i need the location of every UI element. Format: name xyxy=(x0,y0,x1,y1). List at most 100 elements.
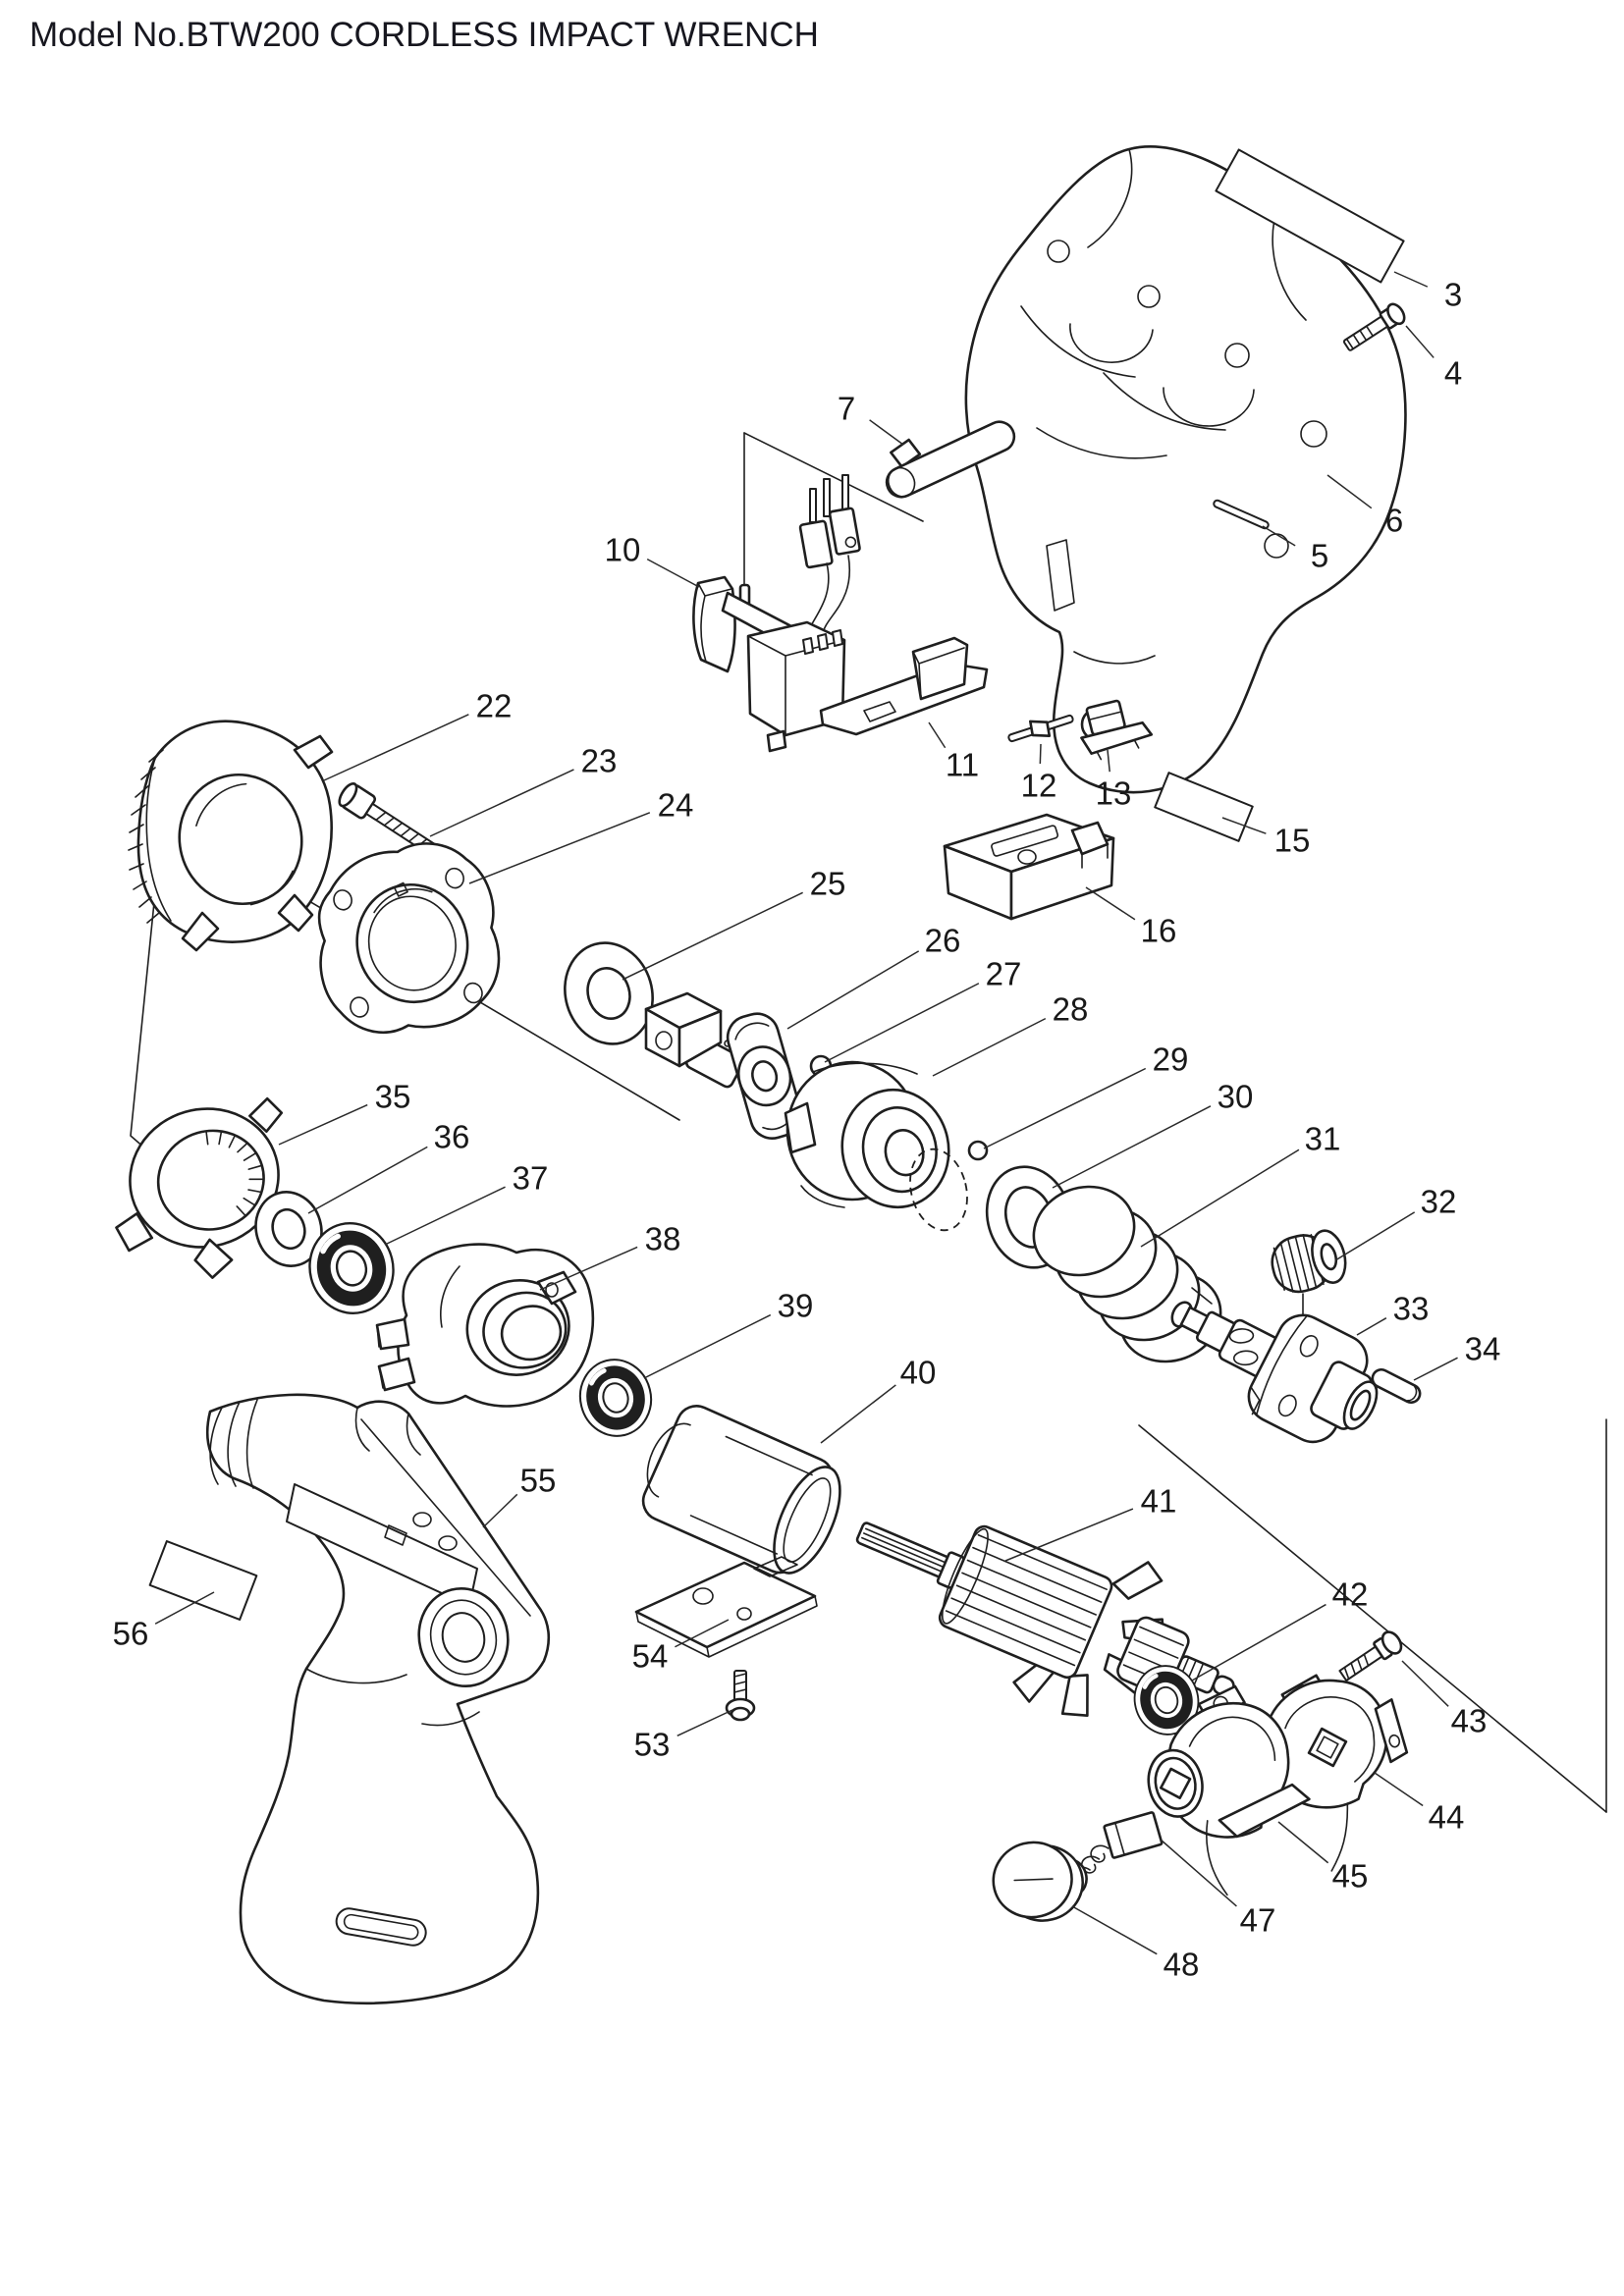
part-15-sticker xyxy=(1154,772,1254,842)
leader-line-32 xyxy=(1334,1211,1416,1261)
part-22-hammer-case-cover xyxy=(128,720,334,952)
part-label-13: 13 xyxy=(1096,775,1132,812)
part-38-gear-case xyxy=(375,1243,595,1408)
part-label-5: 5 xyxy=(1311,538,1328,574)
leader-line-27 xyxy=(824,983,980,1063)
part-label-6: 6 xyxy=(1385,503,1403,539)
part-26-anvil xyxy=(644,991,803,1140)
part-33-spindle xyxy=(1170,1301,1379,1444)
part-53-screw xyxy=(725,1670,756,1722)
part-label-42: 42 xyxy=(1332,1576,1369,1613)
part-24-gear-cover xyxy=(317,842,501,1034)
part-label-37: 37 xyxy=(513,1160,549,1197)
part-label-15: 15 xyxy=(1274,823,1311,859)
part-label-7: 7 xyxy=(838,391,855,427)
leader-line-45 xyxy=(1277,1821,1329,1864)
leader-line-39 xyxy=(643,1313,772,1379)
part-29-oring-and-ball xyxy=(909,1140,989,1232)
part-label-40: 40 xyxy=(900,1355,937,1391)
part-label-12: 12 xyxy=(1021,768,1057,804)
part-label-36: 36 xyxy=(434,1119,470,1155)
leader-line-5 xyxy=(1262,525,1296,547)
part-label-22: 22 xyxy=(476,688,513,724)
leader-line-38 xyxy=(539,1246,638,1291)
leader-line-55 xyxy=(482,1493,518,1528)
part-label-47: 47 xyxy=(1240,1902,1276,1939)
part-54-baffle-plate xyxy=(634,1556,818,1658)
leader-line-53 xyxy=(677,1709,733,1737)
leader-line-43 xyxy=(1401,1660,1449,1707)
part-label-56: 56 xyxy=(113,1616,149,1652)
leader-line-28 xyxy=(932,1017,1047,1077)
part-label-28: 28 xyxy=(1053,991,1089,1028)
part-label-32: 32 xyxy=(1421,1184,1457,1220)
part-label-33: 33 xyxy=(1393,1291,1430,1327)
part-12-lever-pin xyxy=(1007,714,1074,743)
leader-line-6 xyxy=(1326,474,1373,509)
leader-line-35 xyxy=(278,1103,368,1146)
leader-line-48 xyxy=(1071,1905,1158,1955)
leader-line-44 xyxy=(1374,1772,1424,1807)
leader-line-31 xyxy=(1140,1148,1300,1248)
part-label-54: 54 xyxy=(632,1638,669,1675)
part-32-pinion xyxy=(1271,1229,1347,1330)
leader-line-15 xyxy=(1221,817,1267,834)
part-label-30: 30 xyxy=(1218,1079,1254,1115)
part-label-4: 4 xyxy=(1444,355,1462,392)
leader-line-33 xyxy=(1356,1317,1387,1336)
part-label-31: 31 xyxy=(1305,1121,1341,1157)
part-16-terminal-block xyxy=(943,813,1115,921)
part-31-spring xyxy=(1032,1185,1222,1363)
part-13-lock-button xyxy=(1080,699,1154,761)
leader-line-42 xyxy=(1191,1603,1326,1682)
leader-line-56 xyxy=(154,1591,215,1625)
part-label-48: 48 xyxy=(1164,1947,1200,1983)
part-label-34: 34 xyxy=(1465,1331,1501,1367)
leader-line-54 xyxy=(675,1619,730,1648)
part-label-55: 55 xyxy=(520,1463,557,1499)
part-4-screw xyxy=(1342,302,1406,351)
part-label-25: 25 xyxy=(810,866,846,902)
part-48-brush-cap xyxy=(992,1841,1084,1922)
leader-line-3 xyxy=(1393,271,1429,288)
part-label-45: 45 xyxy=(1332,1858,1369,1895)
leader-line-11 xyxy=(928,721,947,749)
leader-line-7 xyxy=(869,419,904,446)
part-39-ball-bearing xyxy=(572,1352,659,1443)
part-label-41: 41 xyxy=(1141,1483,1177,1520)
leader-line-23 xyxy=(429,769,574,837)
part-label-23: 23 xyxy=(581,743,618,779)
leader-line-13 xyxy=(1107,749,1110,773)
part-label-53: 53 xyxy=(634,1727,671,1763)
part-label-11: 11 xyxy=(946,747,979,783)
part-45-brush-holder xyxy=(1147,1684,1311,1896)
part-55-motor-housing xyxy=(206,1393,551,2004)
part-label-44: 44 xyxy=(1429,1799,1465,1836)
leader-line-34 xyxy=(1413,1357,1458,1381)
part-56-sticker xyxy=(148,1540,258,1621)
leader-line-29 xyxy=(983,1067,1147,1149)
leader-line-47 xyxy=(1160,1839,1237,1907)
part-11-change-lever xyxy=(819,636,989,736)
leader-line-22 xyxy=(323,714,469,781)
part-36-washer xyxy=(254,1191,323,1267)
part-label-43: 43 xyxy=(1451,1703,1488,1739)
leader-line-26 xyxy=(786,950,920,1030)
part-44-brush-holder xyxy=(1264,1674,1409,1872)
part-34-pin xyxy=(1371,1367,1422,1405)
part-label-27: 27 xyxy=(986,956,1022,992)
part-label-38: 38 xyxy=(645,1221,681,1257)
part-label-16: 16 xyxy=(1141,913,1177,949)
leader-line-30 xyxy=(1052,1105,1212,1189)
part-28-hammer xyxy=(784,1060,950,1209)
leader-line-16 xyxy=(1085,886,1136,921)
leader-line-24 xyxy=(468,812,651,884)
part-label-10: 10 xyxy=(605,532,641,568)
part-43-screw xyxy=(1338,1630,1403,1682)
leader-line-37 xyxy=(384,1186,506,1246)
part-40-yoke xyxy=(641,1405,841,1575)
part-label-3: 3 xyxy=(1444,277,1462,313)
